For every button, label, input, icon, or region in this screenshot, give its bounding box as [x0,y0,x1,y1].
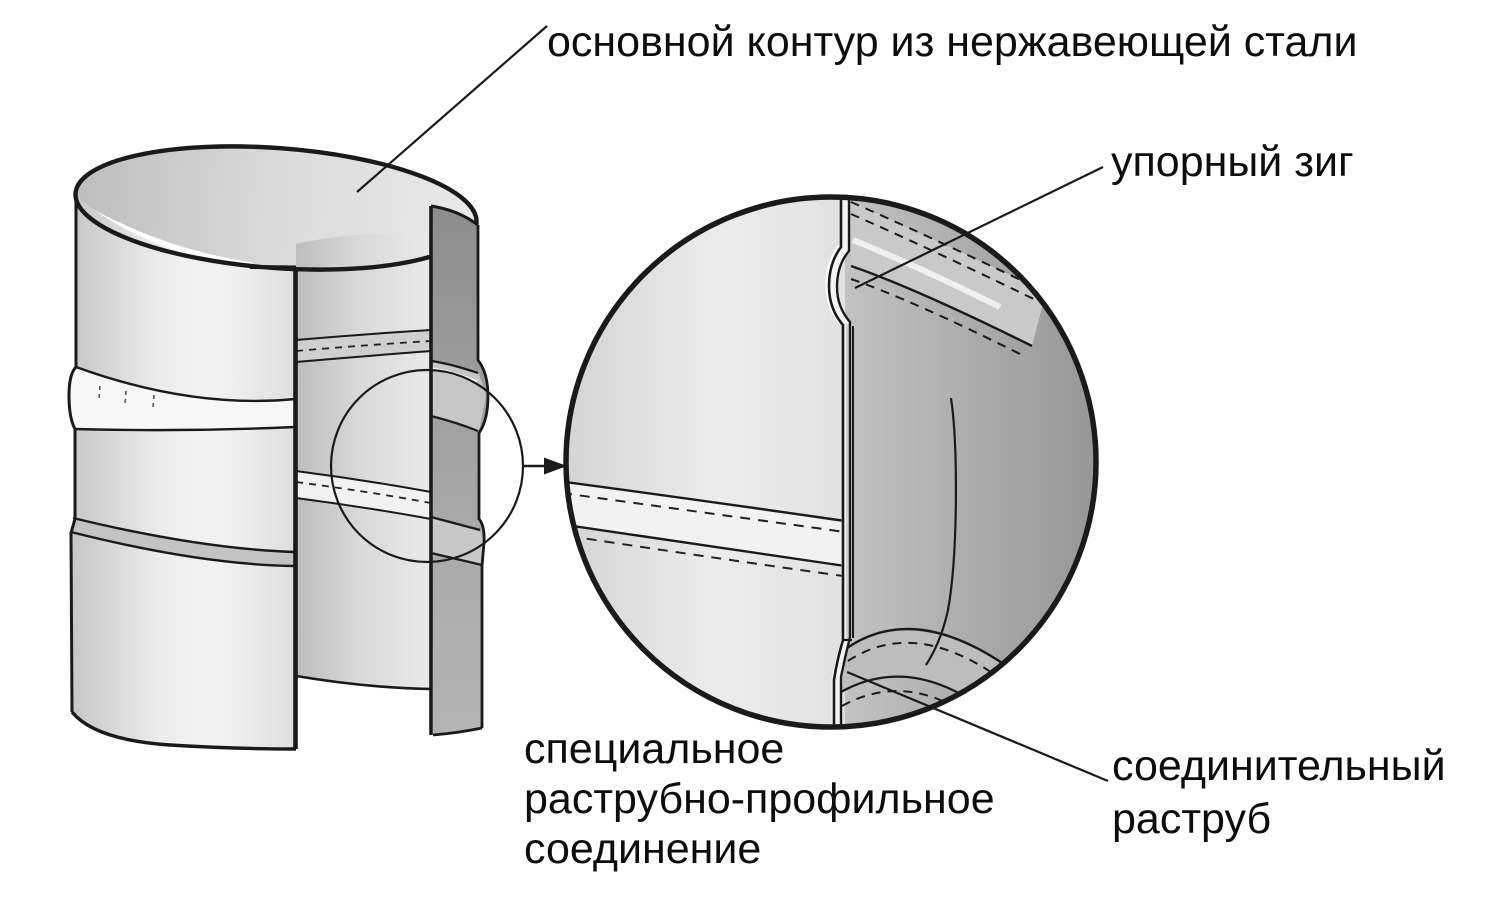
stop-bead-ticks [98,385,155,408]
stop-bead-ring [69,365,296,432]
mag-outer-wall-surface [568,199,845,725]
mag-strip-silhouette-line [925,397,958,666]
inner-bead-upper-line [295,329,432,341]
pipe-bottom-edge [70,710,297,751]
inner-bead-band [295,329,432,363]
mag-socket-upper-dashes [847,641,1031,703]
label-main-contour: основной контур из нержавеющей стали [547,18,1358,66]
label-stop-bead: упорный зиг [1111,138,1354,186]
mag-wall-edge [825,199,854,725]
stop-bead-lower-edge [74,425,296,432]
mag-bead-lower-dashes [850,278,1025,357]
mag-wall-inner-line [835,199,852,725]
leader-line-connecting-socket [846,670,1109,783]
strip-surface [431,206,488,735]
pipe-front-wall [69,196,295,749]
strip-socket-band [431,517,484,565]
inner-socket-fill [296,471,431,519]
pipe-inner-back-wall [296,233,431,689]
magnified-content [568,199,1094,725]
pipe-left-silhouette [67,196,78,713]
mag-wall-gap-highlight [828,199,851,725]
strip-right-silhouette [476,225,490,728]
magnified-joint-view [563,194,1099,730]
label-connecting-socket: соединительный раструб [1112,742,1446,843]
socket-seam-upper-edge [72,516,296,554]
mag-bead-highlight [851,237,1002,310]
stop-bead-upper-edge [75,365,296,403]
pipe-inner-wall-strip [429,204,490,737]
mag-left-seam-upper-line [568,479,846,523]
strip-top-edge [430,204,479,227]
pipe-cutaway-illustration [67,144,567,751]
inner-bead-dashed-line [295,340,432,352]
mag-left-seam-lower-line [568,523,846,568]
strip-bead-lower-edge [430,414,479,433]
mag-bead-lower-line [850,264,1033,348]
mag-bead-fill [851,202,1046,346]
magnifier-circle-outline [563,194,1099,730]
mag-left-seam-band [568,479,846,577]
socket-seam-lower-edge [70,530,296,568]
strip-bead-band [431,361,486,431]
inner-bead-lower-line [295,350,432,363]
leader-line-main-contour [356,25,548,193]
socket-seam-ring [70,516,296,568]
inner-socket-upper-line [295,470,432,493]
inner-socket-lower-line [295,497,432,520]
label-special-joint: специальное раструбно-профильное соедине… [524,725,995,873]
mag-bead-band [850,201,1047,357]
mag-bead-upper-dashes-1 [850,201,1047,293]
inner-socket-band [295,470,432,520]
mag-wall-outer-line [827,199,845,725]
mag-left-seam-lower-dashes [568,535,844,577]
strip-bead-upper-edge [430,359,479,375]
inner-socket-dashed-line [295,481,432,504]
inner-wall-bottom-edge [295,674,432,691]
strip-socket-lower-edge [430,551,483,567]
strip-bottom-edge [432,726,483,737]
leader-line-stop-bead [854,166,1104,289]
strip-socket-upper-edge [430,515,481,532]
socket-seam-fill [71,518,295,566]
detail-arrow [523,457,567,475]
mag-left-seam-fill [568,481,845,566]
detail-arrow-head [544,457,567,475]
